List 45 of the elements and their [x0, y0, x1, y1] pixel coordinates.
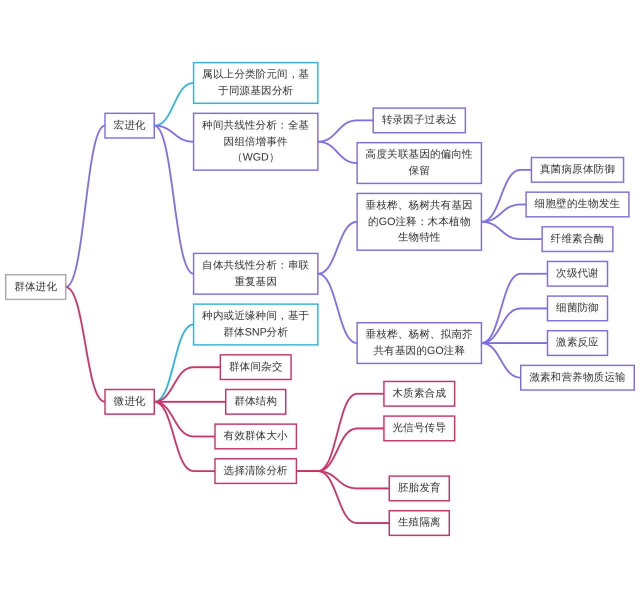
connector: [480, 342, 548, 344]
node-box: 光信号传导: [383, 415, 456, 442]
node-box: 胚胎发育: [388, 475, 450, 502]
connector: [153, 82, 194, 127]
node-box: 转录因子过表达: [372, 107, 466, 134]
connector: [316, 220, 358, 275]
node-box: 有效群体大小: [214, 423, 298, 450]
node-box: 高度关联基因的偏向性保留: [356, 142, 482, 184]
connector: [64, 286, 106, 403]
connector: [480, 308, 548, 344]
connector: [480, 272, 548, 344]
node-box: 群体间杂交: [220, 354, 292, 380]
connector: [153, 366, 220, 403]
node-box: 纤维素合酶: [541, 226, 614, 252]
node-box: 细胞壁的生物发生: [525, 191, 630, 218]
node-box: 生殖隔离: [388, 510, 450, 536]
connector: [153, 400, 215, 472]
connector: [316, 140, 358, 164]
connector: [480, 342, 522, 379]
connector: [64, 124, 106, 288]
connector: [480, 220, 542, 240]
node-box: 群体结构: [225, 388, 286, 415]
node-box: 宏进化: [104, 112, 155, 139]
node-box: 微进化: [104, 388, 155, 415]
node-box: 激素和营养物质运输: [520, 364, 635, 391]
node-box: 木质素合成: [383, 380, 456, 407]
connector: [316, 120, 374, 143]
node-box: 属以上分类阶元间，基于同源基因分析: [192, 62, 319, 104]
node-box: 种内或近缘种间，基于群体SNP分析: [192, 303, 319, 346]
node-box: 真菌病原体防御: [530, 156, 624, 183]
node-box: 垂枝桦、杨树、拟南芥共有基因的GO注释: [356, 322, 482, 364]
connector: [316, 272, 358, 344]
node-box: 选择清除分析: [214, 458, 298, 484]
connector: [480, 168, 532, 223]
connector: [296, 470, 390, 524]
node-box: 次级代谢: [546, 260, 608, 287]
node-box: 种间共线性分析：全基因组倍增事件（WGD）: [192, 112, 319, 171]
connector: [153, 324, 194, 403]
node-box: 自体共线性分析：串联重复基因: [192, 252, 319, 295]
connector: [153, 124, 194, 275]
node-box: 细菌防御: [546, 295, 608, 322]
node-box: 垂枝桦、杨树共有基因的GO注释：木本植物生物特性: [356, 192, 482, 251]
connector: [153, 124, 194, 143]
node-box: 激素反应: [546, 330, 608, 356]
node-box: 群体进化: [5, 274, 66, 300]
